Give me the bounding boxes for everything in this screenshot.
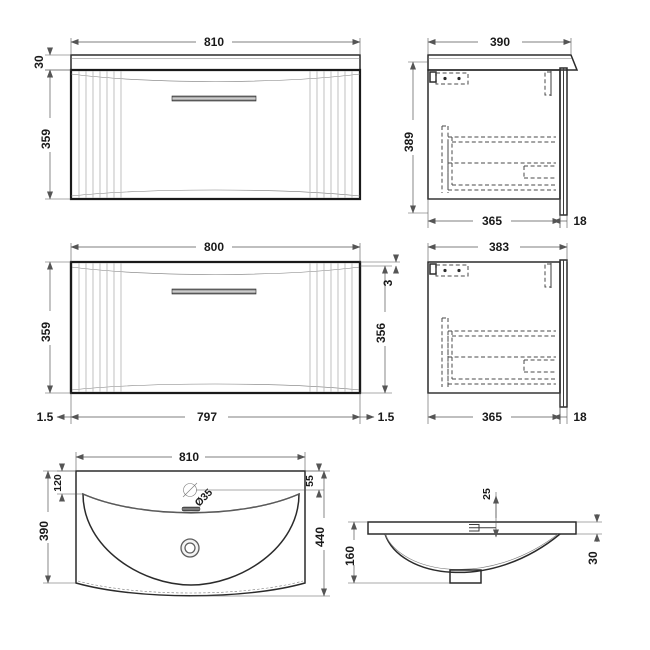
dim-label-440: 440 bbox=[313, 527, 327, 547]
drawer-handle[interactable] bbox=[171, 95, 257, 102]
dim-label-800: 800 bbox=[204, 240, 224, 254]
dimension-depth-365-top: 365 bbox=[427, 199, 561, 228]
dimension-width-797: 797 bbox=[70, 393, 361, 424]
dimension-thickness-30: 30 bbox=[32, 47, 71, 78]
view-front-elevation-carcass: 800 359 797 1.5 bbox=[37, 240, 400, 424]
dimension-basin-width-810: 810 bbox=[75, 450, 306, 471]
drawer-internals bbox=[441, 125, 556, 193]
fluted-panel-right bbox=[309, 71, 353, 198]
view-side-elevation-carcass: 383 365 18 bbox=[427, 240, 587, 424]
dimension-gap-3: 3 bbox=[360, 254, 400, 286]
fluted-panel-left bbox=[78, 71, 122, 198]
carcass-box-side-2 bbox=[427, 259, 568, 408]
dimension-height-359-top: 359 bbox=[39, 69, 71, 200]
dimension-section-30: 30 bbox=[576, 514, 602, 565]
dimension-depth-390: 390 bbox=[427, 35, 572, 55]
dimension-gap-15-left: 1.5 bbox=[37, 410, 71, 424]
latch-detail-top-2 bbox=[544, 263, 552, 288]
dim-label-797: 797 bbox=[197, 410, 217, 424]
cabinet-body bbox=[69, 68, 362, 201]
dimension-section-160: 160 bbox=[343, 521, 450, 584]
dimension-height-359-mid: 359 bbox=[39, 261, 71, 394]
dim-label-120: 120 bbox=[52, 474, 64, 492]
dimension-depth-383: 383 bbox=[427, 240, 568, 262]
dim-label-390-basin: 390 bbox=[37, 521, 51, 541]
dimension-basin-440: 440 bbox=[190, 470, 330, 597]
dimension-height-356: 356 bbox=[360, 265, 392, 394]
dim-label-383: 383 bbox=[489, 240, 509, 254]
dimension-basin-390: 390 bbox=[37, 470, 76, 584]
view-basin-section: 160 25 30 bbox=[343, 488, 602, 584]
dim-label-810-top: 810 bbox=[204, 35, 224, 49]
worktop-slab-side bbox=[427, 54, 579, 71]
dim-label-18-mid: 18 bbox=[573, 410, 587, 424]
dimension-section-25: 25 bbox=[481, 488, 499, 538]
dim-label-160: 160 bbox=[343, 546, 357, 566]
worktop-slab bbox=[70, 54, 361, 71]
view-front-elevation-cabinet: 810 30 359 bbox=[32, 35, 362, 201]
drawer-internals-2 bbox=[441, 317, 556, 387]
drain-hole bbox=[180, 538, 200, 558]
dim-label-359-mid: 359 bbox=[39, 322, 53, 342]
dim-label-365-top: 365 bbox=[482, 214, 502, 228]
dim-label-55: 55 bbox=[304, 475, 316, 487]
basin-drain-block bbox=[449, 569, 482, 584]
dim-label-365-mid: 365 bbox=[482, 410, 502, 424]
wall-bracket bbox=[429, 71, 469, 85]
dim-label-390: 390 bbox=[490, 35, 510, 49]
dim-label-389: 389 bbox=[402, 132, 416, 152]
overflow-slot bbox=[181, 506, 201, 512]
dim-label-359-top: 359 bbox=[39, 129, 53, 149]
dimension-height-389: 389 bbox=[402, 61, 428, 214]
dimension-thickness-18-top: 18 bbox=[552, 214, 587, 228]
dim-label-356: 356 bbox=[374, 323, 388, 343]
dimension-gap-15-right: 1.5 bbox=[360, 410, 395, 424]
dimension-depth-365-mid: 365 bbox=[427, 393, 561, 424]
dim-label-25: 25 bbox=[481, 488, 493, 500]
dimension-width-810: 810 bbox=[70, 35, 361, 55]
view-basin-plan: Ø35 810 120 bbox=[37, 450, 330, 597]
dim-label-15-right: 1.5 bbox=[378, 410, 395, 424]
tap-hole-symbol: Ø35 bbox=[182, 482, 215, 509]
dimension-thickness-18-mid: 18 bbox=[552, 407, 587, 424]
dim-label-810-basin: 810 bbox=[179, 450, 199, 464]
dim-label-30: 30 bbox=[32, 55, 46, 69]
drawer-handle-carcass[interactable] bbox=[171, 288, 257, 295]
dim-label-18-top: 18 bbox=[573, 214, 587, 228]
fluted-panel-left-carcass bbox=[78, 263, 122, 392]
basin-bowl-section bbox=[384, 533, 561, 574]
dimension-width-800: 800 bbox=[70, 240, 361, 262]
wall-bracket-2 bbox=[429, 263, 469, 277]
dim-label-15-left: 1.5 bbox=[37, 410, 54, 424]
basin-bowl bbox=[82, 492, 300, 586]
basin-outer bbox=[75, 470, 306, 597]
overflow-slot-section bbox=[469, 524, 496, 532]
view-side-elevation-cabinet: 390 389 365 bbox=[402, 35, 587, 228]
dim-label-30-basin: 30 bbox=[586, 551, 600, 565]
latch-detail-top bbox=[544, 71, 552, 96]
fluted-panel-right-carcass bbox=[309, 263, 353, 392]
dim-label-3: 3 bbox=[381, 279, 395, 286]
